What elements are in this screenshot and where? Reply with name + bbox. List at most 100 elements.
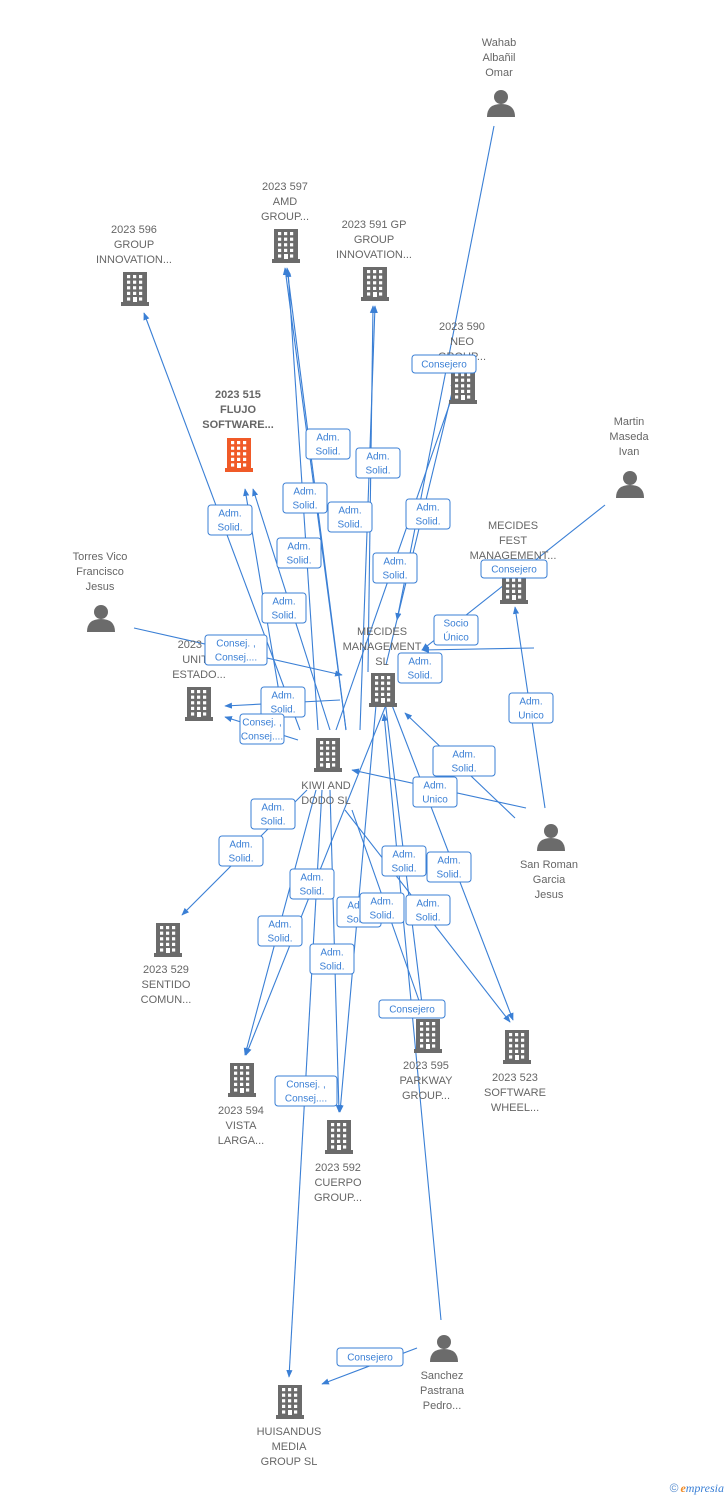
node-label-line: MECIDES [357,626,407,638]
relation-text: Solid. [267,934,292,945]
node-label-line: CUERPO [314,1177,362,1189]
node-label-line: Sanchez [421,1370,464,1382]
relation-label[interactable]: Consej. ,Consej.... [204,634,268,666]
relation-text: Consejero [491,565,537,576]
node-flujo[interactable]: 2023 515FLUJOSOFTWARE... [202,389,274,472]
relation-text: Adm. [437,856,460,867]
relation-box [327,501,373,533]
relation-box [433,614,479,646]
relation-label[interactable]: Adm.Solid. [261,592,307,624]
relation-label[interactable]: Consej. ,Consej.... [239,713,285,745]
node-wheel[interactable]: 2023 523SOFTWAREWHEEL... [484,1030,546,1114]
relation-label[interactable]: Adm.Solid. [372,552,418,584]
relation-label[interactable]: Adm.Solid. [260,686,306,718]
building-icon [325,1120,353,1154]
person-icon [487,90,515,117]
relation-text: Adm. [383,557,406,568]
building-icon [272,229,300,263]
relation-label[interactable]: Consej. ,Consej.... [274,1075,338,1107]
relation-text: Adm. [423,781,446,792]
node-label-line: GROUP [354,234,394,246]
node-label-line: MANAGEMENT [343,641,422,653]
relation-label[interactable]: Adm.Solid. [257,915,303,947]
relation-text: Único [443,631,469,644]
node-label-line: SL [375,656,388,668]
relation-label[interactable]: Adm.Solid. [305,428,351,460]
relation-label[interactable]: Adm.Unico [508,692,554,724]
node-label-line: LARGA... [218,1135,264,1147]
node-cuerpo[interactable]: 2023 592CUERPOGROUP... [314,1120,362,1204]
copyright-mark: ©empresia [670,1481,724,1496]
node-mecides[interactable]: MECIDES MANAGEMENT SL [343,626,422,707]
relation-text: Adm. [370,897,393,908]
building-icon [228,1063,256,1097]
node-label-line: 2023 591 GP [342,219,407,231]
relation-label[interactable]: Adm.Solid. [250,798,296,830]
node-label-line: INNOVATION... [96,254,172,266]
relation-text: Consej. , [242,718,281,729]
node-g596[interactable]: 2023 596GROUPINNOVATION... [96,224,172,306]
relation-label[interactable]: Adm.Solid. [207,504,253,536]
node-gp[interactable]: 2023 591 GPGROUPINNOVATION... [336,219,412,301]
relation-label[interactable]: Adm.Solid. [359,892,405,924]
relation-text: Solid. [286,556,311,567]
node-label-line: Wahab [482,37,516,49]
node-sanchez[interactable]: SanchezPastranaPedro... [420,1335,465,1412]
relation-text: Solid. [391,864,416,875]
relation-label[interactable]: Adm.Solid. [218,835,264,867]
person-icon [430,1335,458,1362]
relation-text: Solid. [451,764,476,775]
relation-text: Adm. [366,452,389,463]
node-sentido[interactable]: 2023 529SENTIDOCOMUN... [141,923,192,1006]
relation-label[interactable]: Adm.Solid. [397,652,443,684]
node-label-line: AMD [273,196,298,208]
node-label-line: MANAGEMENT... [470,550,557,562]
person-icon [616,471,644,498]
relation-text: Adm. [316,433,339,444]
node-amd[interactable]: 2023 597AMDGROUP... [261,181,309,263]
relation-label[interactable]: Adm.Solid. [355,447,401,479]
relation-box [412,776,458,808]
node-label-line: 2023 596 [111,224,157,236]
relation-text: Adm. [416,503,439,514]
node-label-line: NEO [450,336,474,348]
relation-box [381,845,427,877]
relation-label[interactable]: Adm. Solid. [405,498,451,530]
relation-label[interactable]: Adm.Solid. [405,894,451,926]
relation-box [276,537,322,569]
relation-box [305,428,351,460]
building-icon [414,1019,442,1053]
relation-label[interactable]: Consejero [378,999,446,1019]
node-label-line: WHEEL... [491,1102,539,1114]
node-parkway[interactable]: 2023 595PARKWAYGROUP... [400,1019,454,1102]
relation-label[interactable]: Adm.Solid. [289,868,335,900]
relation-label[interactable]: Adm.Solid. [426,851,472,883]
relation-label[interactable]: Adm.Solid. [309,943,355,975]
relation-label[interactable]: Adm.Solid. [282,482,328,514]
relation-text: Solid. [270,705,295,716]
relation-label[interactable]: Adm.Solid. [276,537,322,569]
relation-label[interactable]: Consejero [480,559,548,579]
node-label-line: Maseda [609,431,649,443]
node-label-line: VISTA [226,1120,258,1132]
relation-label[interactable]: Consejero [411,354,477,374]
relation-label[interactable]: Adm.Solid. [432,745,496,777]
relation-text: Adm. [416,899,439,910]
node-vista[interactable]: 2023 594VISTALARGA... [218,1063,264,1147]
building-icon [121,272,149,306]
node-label-line: SENTIDO [142,979,191,991]
relation-label[interactable]: Adm.Unico [412,776,458,808]
relation-text: Solid. [337,520,362,531]
relation-text: Solid. [415,517,440,528]
relation-label[interactable]: Adm.Solid. [381,845,427,877]
relation-text: Adm. [320,948,343,959]
relation-label[interactable]: Adm.Solid. [327,501,373,533]
relation-label[interactable]: Consejero [336,1347,404,1367]
